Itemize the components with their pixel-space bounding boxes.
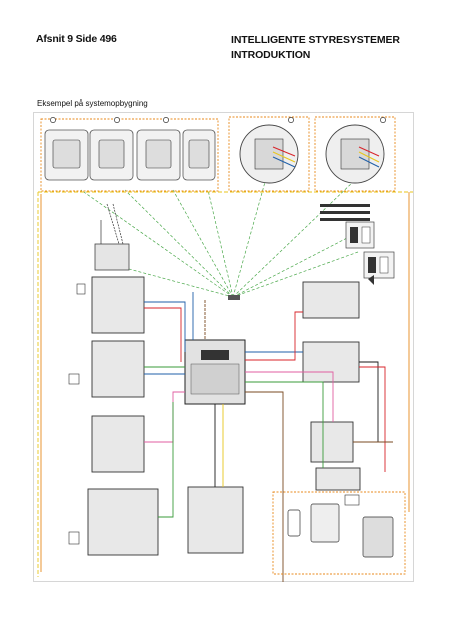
- tablet-device: [310, 503, 340, 543]
- ethernet-gateway-module: [310, 421, 354, 463]
- wall-switch-group: [40, 117, 219, 192]
- page-title-line-1: INTELLIGENTE STYRESYSTEMER: [231, 34, 400, 46]
- socket-symbol: [76, 283, 86, 295]
- lamp-2: [114, 117, 120, 123]
- lamp-3: [163, 117, 169, 123]
- touch-panel-device: [362, 516, 394, 558]
- relay-module-2: [91, 415, 145, 473]
- wireless-sensor-hub: [228, 295, 240, 300]
- lamp-1: [50, 117, 56, 123]
- push-button-panels: [345, 221, 395, 279]
- left-column-devices: [68, 203, 159, 556]
- smart-meter-module: [315, 467, 361, 491]
- laptop-icon: [344, 494, 360, 506]
- right-column-devices: [302, 275, 374, 491]
- dimmer-module-1: [91, 276, 145, 334]
- power-supply-unit: [94, 243, 130, 271]
- page-title-line-2: INTRODUKTION: [231, 49, 311, 61]
- wiring-harness: [37, 191, 413, 582]
- blind-control-module: [187, 486, 244, 554]
- round-dimmer-modules: [228, 116, 396, 192]
- page-title: INTELLIGENTE STYRESYSTEMER INTRODUKTION: [231, 33, 400, 63]
- meter-symbol: [68, 531, 80, 545]
- section-title: Eksempel på systemopbygning: [37, 99, 148, 108]
- sensor-interface-module: [302, 281, 360, 319]
- wireless-links: [80, 181, 359, 298]
- motor-symbol: [68, 373, 80, 385]
- section-reference: Afsnit 9 Side 496: [36, 33, 117, 45]
- diagram-frame: [33, 112, 414, 582]
- speaker-icon: [368, 275, 374, 285]
- central-controller: [184, 339, 246, 405]
- app-device-group: [272, 491, 406, 575]
- switch-group-frame: [40, 118, 219, 192]
- system-wiring-diagram: [33, 112, 414, 582]
- dali-gateway-module: [302, 341, 360, 383]
- relay-module-1: [91, 340, 145, 398]
- dimmer-module-large: [87, 488, 159, 556]
- phone-device: [287, 509, 301, 537]
- window-blind-symbols: [320, 204, 370, 221]
